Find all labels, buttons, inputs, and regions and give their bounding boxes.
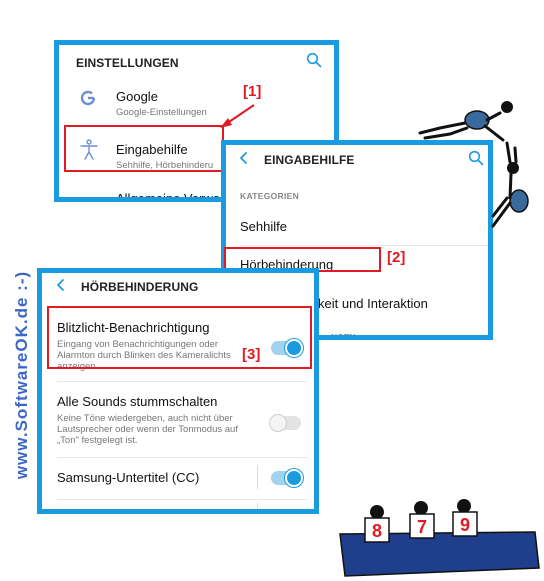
score-card-text: 9: [460, 515, 470, 535]
vertical-divider: [257, 465, 258, 489]
setting-description: Lautsprecher oder wenn der Tonmodus auf: [57, 424, 238, 435]
vertical-divider: [257, 503, 258, 509]
settings-item-google[interactable]: Google Google-Einstellungen: [59, 79, 334, 119]
accessibility-icon: [80, 139, 98, 160]
setting-description: anzeigen.: [57, 361, 99, 372]
settings-title: EINSTELLUNGEN: [76, 56, 179, 70]
toggle-switch[interactable]: [271, 339, 303, 357]
menu-item-dexterity[interactable]: keit und Interaktion: [318, 296, 428, 311]
climbing-figures-illustration: [418, 101, 529, 228]
highlight-box-3: [47, 306, 312, 369]
setting-flash-notification[interactable]: Blitzlicht-Benachrichtigung Eingang von …: [42, 310, 314, 376]
settings-item-accessibility[interactable]: Eingabehilfe Sehhilfe, Hörbehinderu: [59, 129, 334, 171]
back-arrow-icon[interactable]: [55, 278, 67, 292]
setting-title: Blitzlicht-Benachrichtigung: [57, 320, 210, 335]
toggle-switch[interactable]: [271, 469, 303, 487]
settings-item-title: Allgemeine Verwa: [116, 191, 221, 202]
back-arrow-icon[interactable]: [238, 151, 250, 165]
setting-description: Eingang von Benachrichtigungen oder: [57, 339, 219, 350]
score-card-text: 7: [417, 517, 427, 537]
search-icon[interactable]: [306, 52, 322, 68]
toggle-knob: [285, 469, 303, 487]
search-icon[interactable]: [468, 150, 484, 166]
settings-panel: EINSTELLUNGEN Google Google-Einstellunge…: [54, 40, 339, 202]
annotation-step-1: [1]: [243, 83, 262, 100]
toggle-knob: [285, 339, 303, 357]
setting-description: Alarmton durch Blinken des Kameralichts: [57, 350, 231, 361]
watermark-text: www.SoftwareOK.de :-): [12, 270, 31, 480]
divider: [57, 499, 307, 500]
toggle-switch[interactable]: [269, 414, 301, 432]
hearing-panel: HÖRBEHINDERUNG Blitzlicht-Benachrichtigu…: [37, 268, 319, 514]
divider: [57, 381, 307, 382]
setting-title: Samsung-Untertitel (CC): [57, 470, 200, 485]
setting-mute-all[interactable]: Alle Sounds stummschalten Keine Töne wie…: [42, 386, 314, 452]
annotation-step-3: [3]: [242, 346, 261, 363]
arrow-icon: [220, 104, 255, 128]
section-header-partial: NGEN: [331, 332, 356, 340]
settings-item-title: Google: [116, 89, 158, 104]
accessibility-title: EINGABEHILFE: [264, 153, 355, 167]
settings-item-subtitle: Sehhilfe, Hörbehinderu: [116, 160, 214, 171]
settings-item-subtitle: Google-Einstellungen: [116, 107, 207, 118]
divider: [57, 457, 307, 458]
settings-item-general[interactable]: Allgemeine Verwa: [59, 183, 334, 202]
divider: [240, 245, 488, 246]
toggle-knob: [269, 414, 287, 432]
setting-description: Keine Töne wiedergeben, auch nicht über: [57, 413, 233, 424]
jury-scoreboard-illustration: 8 7 9: [339, 499, 540, 577]
menu-item-vision[interactable]: Sehhilfe: [240, 219, 287, 234]
google-icon: [80, 90, 96, 106]
score-card-text: 8: [372, 521, 382, 541]
settings-item-title: Eingabehilfe: [116, 142, 188, 157]
watermark: www.SoftwareOK.de :-): [4, 250, 40, 500]
section-header: KATEGORIEN: [240, 191, 300, 201]
setting-samsung-subtitles[interactable]: Samsung-Untertitel (CC): [42, 461, 314, 495]
annotation-step-2: [2]: [387, 249, 406, 266]
setting-title: Alle Sounds stummschalten: [57, 394, 218, 409]
highlight-box-1: [64, 125, 224, 172]
hearing-title: HÖRBEHINDERUNG: [81, 280, 199, 294]
setting-description: „Ton" festgelegt ist.: [57, 435, 138, 446]
